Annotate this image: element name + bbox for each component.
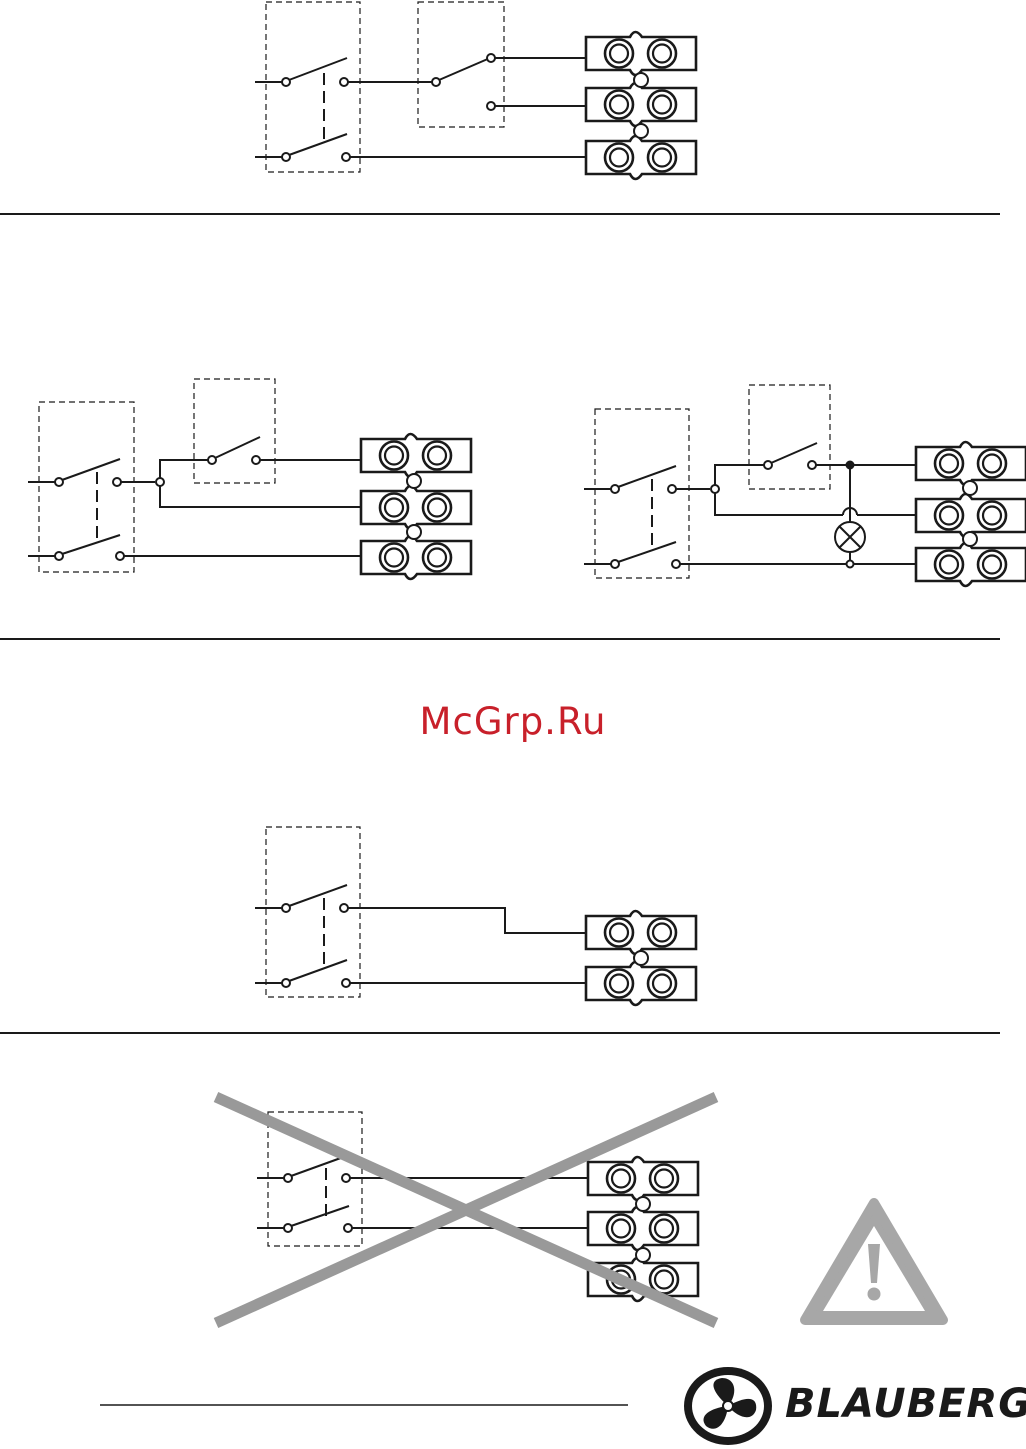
- terminal-block-1: [586, 911, 696, 954]
- single-switch-box: [194, 379, 275, 483]
- diagram-2: [28, 379, 471, 579]
- watermark-text: McGrp.Ru: [0, 700, 1026, 743]
- terminal-block-2: [361, 486, 471, 529]
- brand-name: BLAUBERG: [785, 1381, 1026, 1427]
- single-switch-box: [749, 385, 830, 489]
- terminal-block-1: [916, 442, 1026, 485]
- blauberg-fan-logo-icon: [684, 1367, 772, 1445]
- terminal-block-1: [361, 434, 471, 477]
- double-switch-box: [595, 409, 689, 578]
- terminal-block-3: [361, 536, 471, 579]
- diagram-3: [584, 385, 1026, 586]
- lamp-indicator-icon: [835, 522, 865, 552]
- terminal-block-2: [588, 1207, 698, 1250]
- terminal-block-2: [916, 494, 1026, 537]
- terminal-block-3: [586, 136, 696, 179]
- warning-triangle-icon: [805, 1203, 943, 1320]
- terminal-block-2: [586, 83, 696, 126]
- terminal-block-3: [916, 543, 1026, 586]
- diagram-1: [255, 2, 696, 179]
- terminal-block-1: [586, 32, 696, 75]
- diagram-4: [255, 827, 696, 1005]
- terminal-block-1: [588, 1157, 698, 1200]
- terminal-block-2: [586, 962, 696, 1005]
